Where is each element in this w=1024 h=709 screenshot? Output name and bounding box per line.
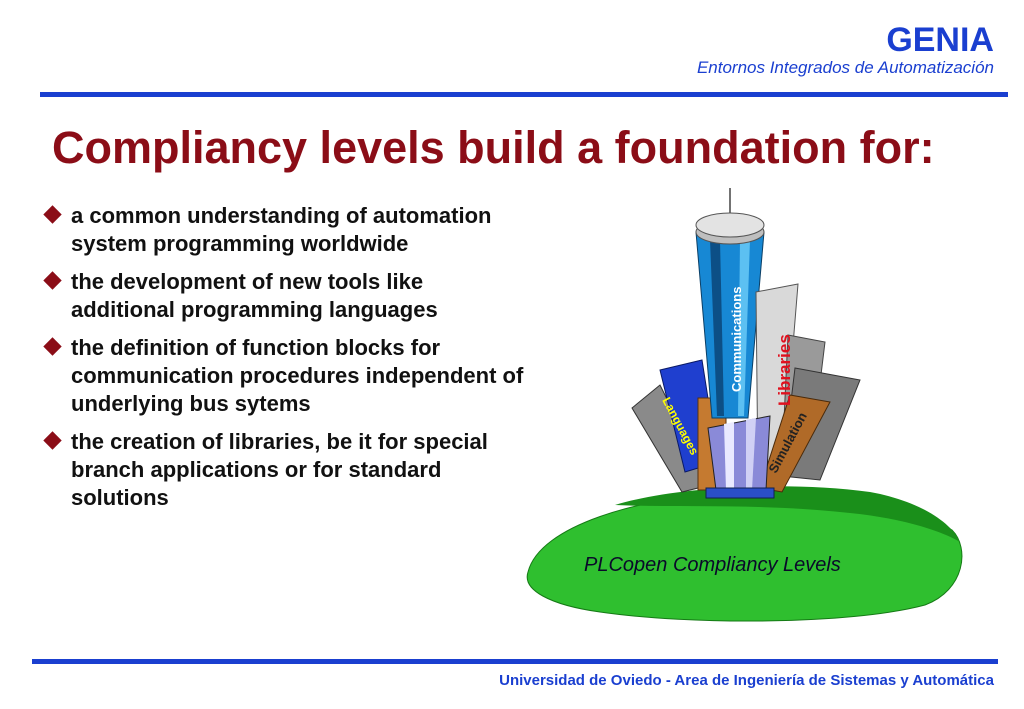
bullet-item: the definition of function blocks for co… [43, 334, 524, 418]
bullet-text: a common understanding of automation sys… [71, 203, 492, 256]
top-divider [40, 92, 1008, 97]
diamond-bullet-icon [43, 205, 62, 224]
simulation-building [759, 394, 831, 493]
bullet-text: the development of new tools like additi… [71, 269, 438, 322]
communications-label: Communications [729, 287, 744, 392]
front-building-highlight [724, 422, 734, 490]
slide-title: Compliancy levels build a foundation for… [52, 122, 935, 173]
bullet-text: the definition of function blocks for co… [71, 335, 524, 416]
base-plinth [705, 487, 775, 499]
front-building [707, 415, 771, 491]
libraries-label: Libraries [775, 334, 794, 406]
brand-title: GENIA [886, 21, 994, 59]
diamond-bullet-icon [43, 337, 62, 356]
tower-stripe [738, 240, 750, 416]
tower-cap-top [695, 212, 765, 238]
front-building-highlight [746, 418, 756, 490]
bullet-text: the creation of libraries, be it for spe… [71, 429, 488, 510]
compliancy-levels-illustration: Communications Libraries Simulation Lang… [526, 188, 963, 622]
brand-subtitle: Entornos Integrados de Automatización [696, 58, 994, 77]
hill-shadow [615, 486, 960, 542]
bullet-item: the development of new tools like additi… [43, 268, 524, 324]
illustration-caption: PLCopen Compliancy Levels [584, 554, 841, 576]
bottom-divider [32, 659, 998, 664]
bullet-item: a common understanding of automation sys… [43, 202, 524, 258]
diamond-bullet-icon [43, 431, 62, 450]
bullet-item: the creation of libraries, be it for spe… [43, 428, 524, 512]
tower-stripe [710, 240, 724, 416]
bullet-list: a common understanding of automation sys… [43, 202, 524, 522]
brand-block: GENIA Entornos Integrados de Automatizac… [697, 22, 994, 78]
diamond-bullet-icon [43, 271, 62, 290]
footer-text: Universidad de Oviedo - Area de Ingenier… [499, 672, 994, 689]
